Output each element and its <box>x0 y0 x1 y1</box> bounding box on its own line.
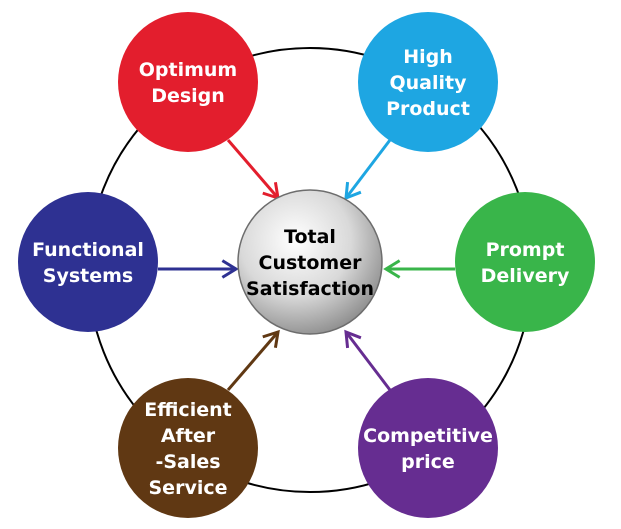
high-quality-product-label-line: High <box>403 46 453 68</box>
high-quality-product-circle <box>358 12 498 152</box>
competitive-price-label-line: price <box>401 451 455 473</box>
optimum-design-arrow <box>226 139 280 201</box>
high-quality-product-arrow <box>344 139 392 201</box>
competitive-price-node: Competitive price <box>358 378 498 518</box>
high-quality-product-label-line: Quality <box>390 72 468 94</box>
optimum-design-label-line: Design <box>151 85 225 107</box>
functional-systems-label-line: Functional <box>32 239 144 261</box>
center-circle <box>237 189 383 335</box>
prompt-delivery-arrow <box>383 259 455 279</box>
center-label-line: Total <box>284 226 336 248</box>
prompt-delivery-circle <box>455 192 595 332</box>
efficient-after-sales-service-circle <box>118 378 258 518</box>
center-label-line: Satisfaction <box>246 278 374 300</box>
functional-systems-circle <box>18 192 158 332</box>
efficient-after-sales-service-label-line: After <box>161 425 216 447</box>
efficient-after-sales-service-label-line: Service <box>149 477 228 499</box>
competitive-price-arrow <box>344 329 392 391</box>
efficient-after-sales-service-arrow <box>226 329 280 391</box>
high-quality-product-label-line: Product <box>386 98 470 120</box>
competitive-price-circle <box>358 378 498 518</box>
functional-systems-arrow <box>158 259 239 279</box>
center-label-line: Customer <box>259 252 363 274</box>
efficient-after-sales-service-label-line: Efficient <box>144 399 231 421</box>
functional-systems-label-line: Systems <box>43 265 133 287</box>
prompt-delivery-label-line: Prompt <box>486 239 565 261</box>
prompt-delivery-label-line: Delivery <box>481 265 570 287</box>
optimum-design-label-line: Optimum <box>139 59 237 81</box>
optimum-design-circle <box>118 12 258 152</box>
efficient-after-sales-service-label-line: -Sales <box>155 451 220 473</box>
competitive-price-label-line: Competitive <box>363 425 493 447</box>
